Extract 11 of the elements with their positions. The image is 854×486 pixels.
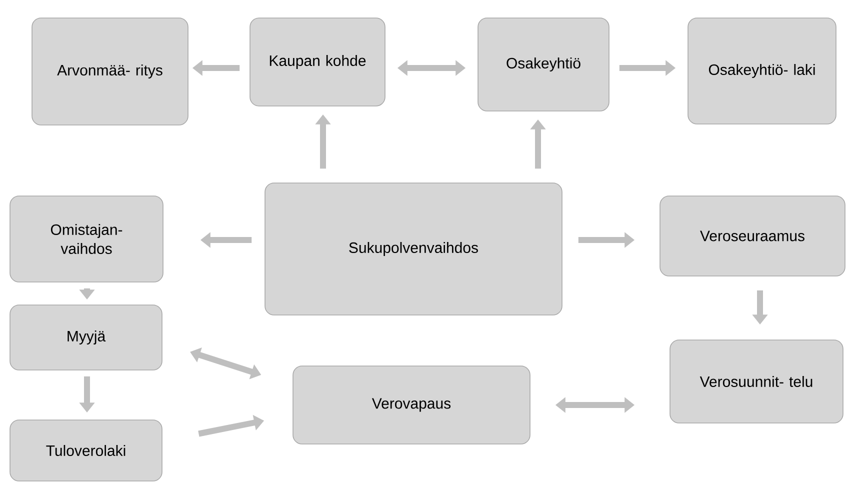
process-box: Osakeyhtiö- laki: [688, 18, 836, 124]
process-box: Omistajan- vaihdos: [10, 196, 164, 282]
process-box: Osakeyhtiö: [478, 18, 610, 112]
process-box: Tuloverolaki: [10, 420, 162, 482]
process-box: Sukupolvenvaihdos: [264, 182, 562, 316]
process-box: Verovapaus: [292, 366, 530, 444]
process-box: Kaupan kohde: [250, 18, 386, 106]
process-box: Myyjä: [10, 304, 162, 370]
process-box: Arvonmää- ritys: [32, 18, 188, 126]
process-box: Veroseuraamus: [660, 196, 846, 276]
process-box: Verosuunnit- telu: [670, 340, 844, 424]
